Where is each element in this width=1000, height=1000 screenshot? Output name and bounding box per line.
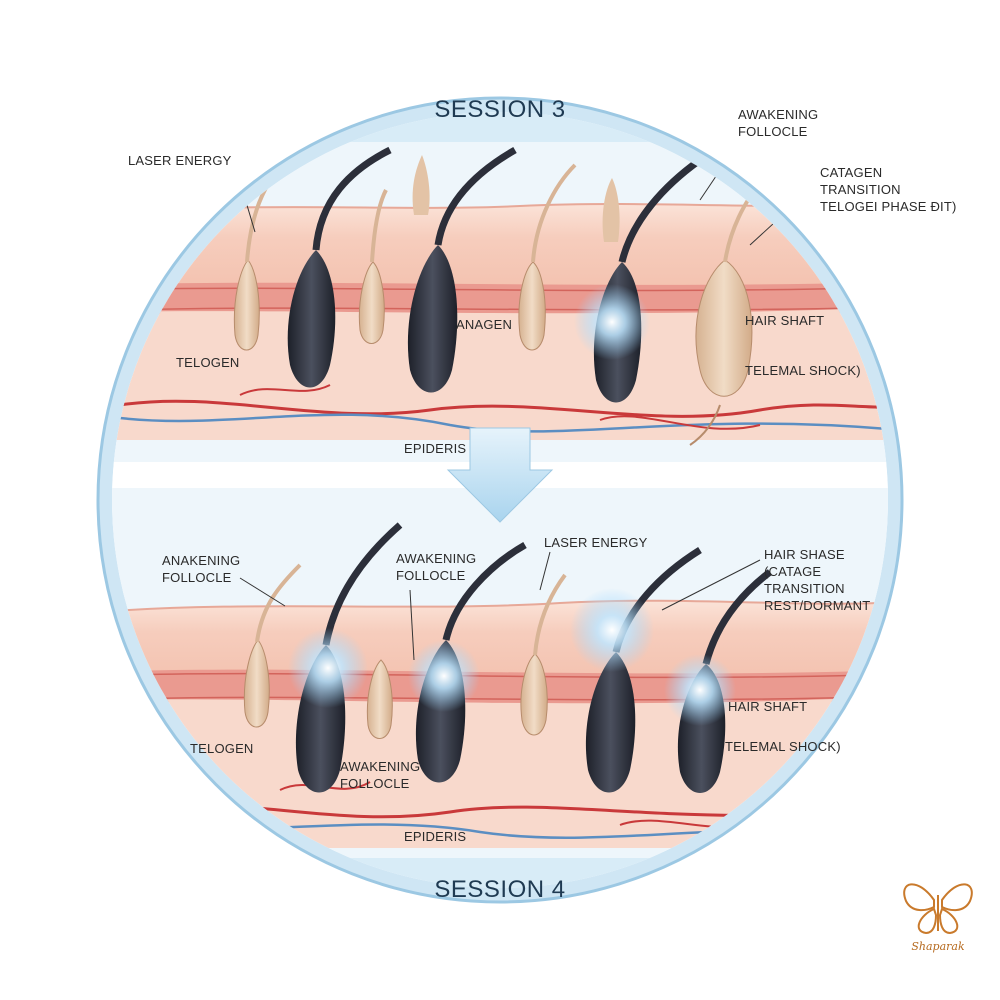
shaparak-logo [903, 883, 973, 935]
label-epidermis-top: EPIDERIS [404, 441, 467, 456]
bottom-panel [112, 488, 888, 858]
label-laser-energy-bottom: LASER ENERGY [544, 535, 648, 550]
top-panel [112, 142, 888, 462]
label-telogen-bottom: TELOGEN [190, 741, 254, 756]
label-thermal-shock-top: TELEMAL SHOCK) [745, 363, 861, 378]
label-thermal-shock-bottom: TELEMAL SHOCK) [725, 739, 841, 754]
session-4-title: SESSION 4 [434, 876, 566, 903]
label-anagen: ANAGEN [456, 317, 513, 332]
session-arrow [446, 427, 554, 523]
label-telogen-top: TELOGEN [176, 355, 240, 370]
brand-name: Shaparak [911, 940, 965, 953]
label-epidermis-bottom: EPIDERIS [404, 829, 467, 844]
session-3-title: SESSION 3 [434, 96, 566, 123]
label-laser-energy-top: LASER ENERGY [128, 153, 232, 168]
label-hair-shaft-bottom: HAIR SHAFT [728, 699, 808, 714]
label-hair-shaft-top: HAIR SHAFT [745, 313, 825, 328]
